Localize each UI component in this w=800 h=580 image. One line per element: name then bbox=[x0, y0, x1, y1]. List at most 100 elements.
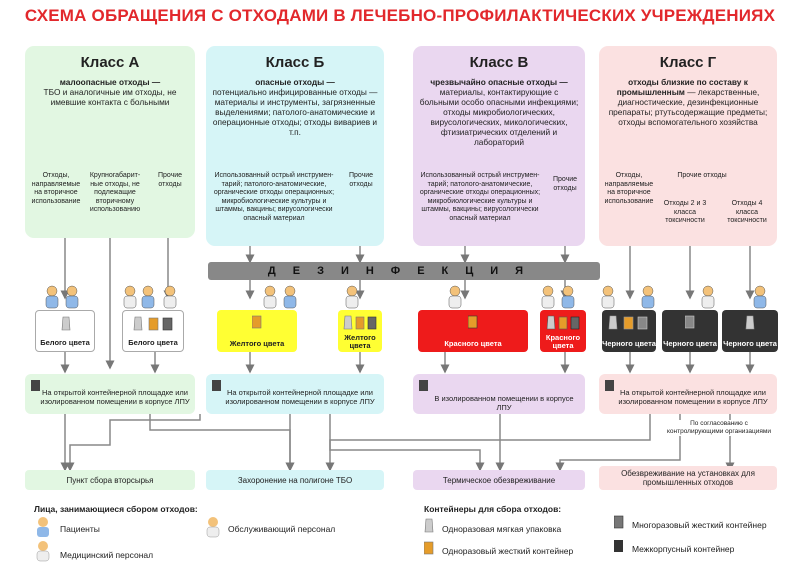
storage-text: На открытой контейнерной площадке или из… bbox=[618, 388, 768, 406]
class-a-card: Класс А малоопасные отходы —ТБО и аналог… bbox=[25, 46, 195, 238]
legend-containers-title: Контейнеры для сбора отходов: bbox=[424, 504, 562, 514]
patient-icon bbox=[37, 517, 49, 537]
class-b-desc: потенциально инфицированные отходы — мат… bbox=[212, 87, 378, 137]
inter-building-container-icon bbox=[605, 380, 614, 391]
dest-landfill: Захоронение на полигоне ТБО bbox=[206, 470, 384, 490]
person-icon-8 bbox=[345, 285, 359, 309]
class-g-sub-3: Отходы 2 и 3 класса токсичности bbox=[663, 200, 707, 224]
person-icon-4 bbox=[141, 285, 155, 309]
storage-class-b: На открытой контейнерной площадке или из… bbox=[206, 374, 384, 414]
container-label: Черного цвета bbox=[602, 339, 656, 348]
medical-staff-icon bbox=[36, 541, 50, 562]
storage-text: На открытой контейнерной площадке или из… bbox=[40, 388, 190, 406]
storage-class-g: На открытой контейнерной площадке или из… bbox=[599, 374, 777, 414]
soft-bag-icon bbox=[745, 315, 755, 330]
container-label: Желтого цвета bbox=[229, 339, 285, 348]
container-white-2: Белого цвета bbox=[122, 310, 184, 352]
legend-soft: Одноразовая мягкая упаковка bbox=[442, 524, 562, 534]
class-v-desc: материалы, контактирующие с больными осо… bbox=[419, 87, 579, 147]
class-v-sub-2: Прочие отходы bbox=[552, 176, 578, 192]
person-icon-13 bbox=[641, 285, 655, 309]
container-set-icon bbox=[343, 315, 377, 330]
container-label: Красного цвета bbox=[444, 339, 502, 348]
person-icon-1 bbox=[45, 285, 59, 309]
class-a-sub-1: Отходы, направляемые на вторичное исполь… bbox=[31, 172, 81, 205]
person-icon-5 bbox=[163, 285, 177, 309]
container-set-icon bbox=[608, 315, 648, 330]
class-v-sub-1: Использованный острый инструмен-тарий; п… bbox=[419, 172, 541, 222]
container-set-icon bbox=[546, 315, 580, 330]
person-icon-7 bbox=[283, 285, 297, 309]
service-staff-icon bbox=[206, 517, 220, 538]
class-v-title: Класс В bbox=[469, 54, 529, 71]
container-set-icon bbox=[133, 316, 173, 331]
storage-text: В изолированном помещении в корпусе ЛПУ bbox=[434, 394, 574, 412]
storage-class-v: В изолированном помещении в корпусе ЛПУ bbox=[413, 374, 585, 414]
inter-building-container-icon bbox=[614, 540, 623, 552]
person-icon-15 bbox=[753, 285, 767, 309]
class-v-card: Класс В чрезвычайно опасные отходы —мате… bbox=[413, 46, 585, 246]
container-label: Черного цвета bbox=[663, 339, 717, 348]
reusable-container-icon bbox=[614, 515, 624, 529]
class-a-sub-2: Крупногабарит-ные отходы, не подлежащие … bbox=[89, 172, 141, 213]
person-icon-10 bbox=[541, 285, 555, 309]
soft-bag-icon bbox=[424, 518, 434, 533]
disinfection-bar: ДЕЗИНФЕКЦИЯ bbox=[208, 262, 600, 280]
inter-building-container-icon bbox=[31, 380, 40, 391]
class-a-desc-bold: малоопасные отходы — bbox=[59, 77, 161, 87]
container-yellow-2: Желтого цвета bbox=[338, 310, 382, 352]
class-b-desc-bold: опасные отходы — bbox=[255, 77, 335, 87]
person-icon-3 bbox=[123, 285, 137, 309]
storage-text: На открытой контейнерной площадке или из… bbox=[225, 388, 375, 406]
class-v-desc-bold: чрезвычайно опасные отходы — bbox=[430, 77, 568, 87]
class-g-sub-2: Прочие отходы bbox=[677, 172, 727, 179]
inter-building-container-icon bbox=[212, 380, 221, 391]
legend-staff: Обслуживающий персонал bbox=[228, 524, 336, 534]
legend-patients: Пациенты bbox=[60, 524, 100, 534]
container-white-1: Белого цвета bbox=[35, 310, 95, 352]
container-black-2: Черного цвета bbox=[662, 310, 718, 352]
container-label: Белого цвета bbox=[128, 338, 178, 347]
class-b-card: Класс Б опасные отходы —потенциально инф… bbox=[206, 46, 384, 246]
person-icon-9 bbox=[448, 285, 462, 309]
class-b-sub-1: Использованный острый инструмен-тарий; п… bbox=[213, 172, 335, 222]
class-g-card: Класс Г отходы близкие по составу к пром… bbox=[599, 46, 777, 246]
reusable-container-icon bbox=[685, 315, 695, 329]
storage-class-a: На открытой контейнерной площадке или из… bbox=[25, 374, 195, 414]
class-a-title: Класс А bbox=[80, 54, 140, 71]
class-b-sub-2: Прочие отходы bbox=[348, 172, 374, 188]
agreement-note: По согласованию с контролирующими органи… bbox=[664, 420, 774, 436]
class-b-title: Класс Б bbox=[265, 54, 325, 71]
legend-hard-multi: Многоразовый жесткий контейнер bbox=[632, 520, 767, 530]
class-g-title: Класс Г bbox=[659, 54, 717, 71]
person-icon-14 bbox=[701, 285, 715, 309]
person-icon-12 bbox=[601, 285, 615, 309]
class-g-sub-4: Отходы 4 класса токсичности bbox=[727, 200, 767, 224]
person-icon-2 bbox=[65, 285, 79, 309]
hard-container-icon bbox=[252, 315, 262, 329]
container-label: Черного цвета bbox=[723, 339, 777, 348]
legend-inter: Межкорпусный контейнер bbox=[632, 544, 735, 554]
container-black-1: Черного цвета bbox=[602, 310, 656, 352]
dest-thermal: Термическое обезвреживание bbox=[413, 470, 585, 490]
container-label: Желтого цвета bbox=[344, 333, 376, 350]
container-red-1: Красного цвета bbox=[418, 310, 528, 352]
container-red-2: Красного цвета bbox=[540, 310, 586, 352]
class-g-desc-bold: отходы близкие по составу к промышленным bbox=[616, 77, 748, 97]
dest-recycling: Пункт сбора вторсырья bbox=[25, 470, 195, 490]
container-label: Красного цвета bbox=[545, 333, 581, 350]
hard-container-icon bbox=[468, 315, 478, 329]
personnel-icons bbox=[45, 285, 767, 309]
class-g-desc: — лекарственные, диагностические, дезинф… bbox=[608, 87, 768, 127]
container-black-3: Черного цвета bbox=[722, 310, 778, 352]
class-a-sub-3: Прочие отходы bbox=[157, 172, 183, 188]
soft-bag-icon bbox=[61, 316, 71, 331]
legend-medical: Медицинский персонал bbox=[60, 550, 154, 560]
container-label: Белого цвета bbox=[40, 338, 90, 347]
inter-building-container-icon bbox=[419, 380, 428, 391]
container-yellow-1: Желтого цвета bbox=[217, 310, 297, 352]
hard-container-icon bbox=[424, 541, 434, 555]
person-icon-11 bbox=[561, 285, 575, 309]
class-g-sub-1: Отходы, направляемые на вторичное исполь… bbox=[604, 172, 654, 205]
dest-industrial: Обезвреживание на установках для промышл… bbox=[599, 466, 777, 490]
